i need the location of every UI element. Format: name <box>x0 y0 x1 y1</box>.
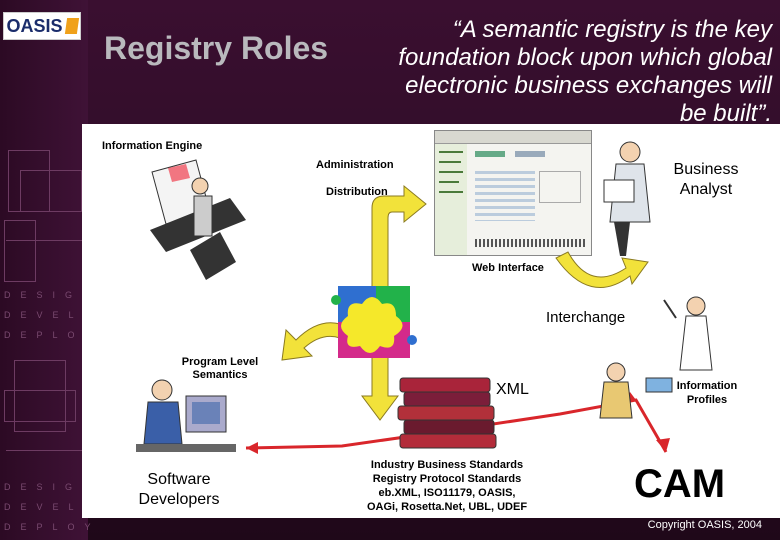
label-information-profiles: Information Profiles <box>670 379 744 407</box>
clerk-clipart <box>150 160 246 280</box>
label-cam: CAM <box>634 462 725 507</box>
label-program-level-semantics: Program Level Semantics <box>174 356 266 382</box>
copyright: Copyright OASIS, 2004 <box>648 519 762 531</box>
standards-line: OAGi, Rosetta.Net, UBL, UDEF <box>352 500 542 514</box>
standards-list: Industry Business Standards Registry Pro… <box>352 458 542 514</box>
label-interchange: Interchange <box>546 309 625 326</box>
label-web-interface: Web Interface <box>472 262 544 274</box>
arrow-left <box>282 323 340 360</box>
analyst-clipart <box>604 142 650 256</box>
puzzle-icon <box>331 286 417 358</box>
developer-clipart <box>136 380 236 452</box>
label-administration: Administration <box>316 159 394 171</box>
standards-line: Industry Business Standards <box>352 458 542 472</box>
label-information-engine: Information Engine <box>102 140 202 152</box>
arrow-up <box>372 186 426 296</box>
books-clipart <box>398 378 496 448</box>
standards-line: Registry Protocol Standards <box>352 472 542 486</box>
arrow-right <box>556 252 648 288</box>
label-xml: XML <box>496 381 529 399</box>
standards-line: eb.XML, ISO11179, OASIS, <box>352 486 542 500</box>
label-business-analyst: Business Analyst <box>668 160 744 200</box>
label-software-developers: Software Developers <box>126 470 232 510</box>
label-distribution: Distribution <box>326 186 388 198</box>
